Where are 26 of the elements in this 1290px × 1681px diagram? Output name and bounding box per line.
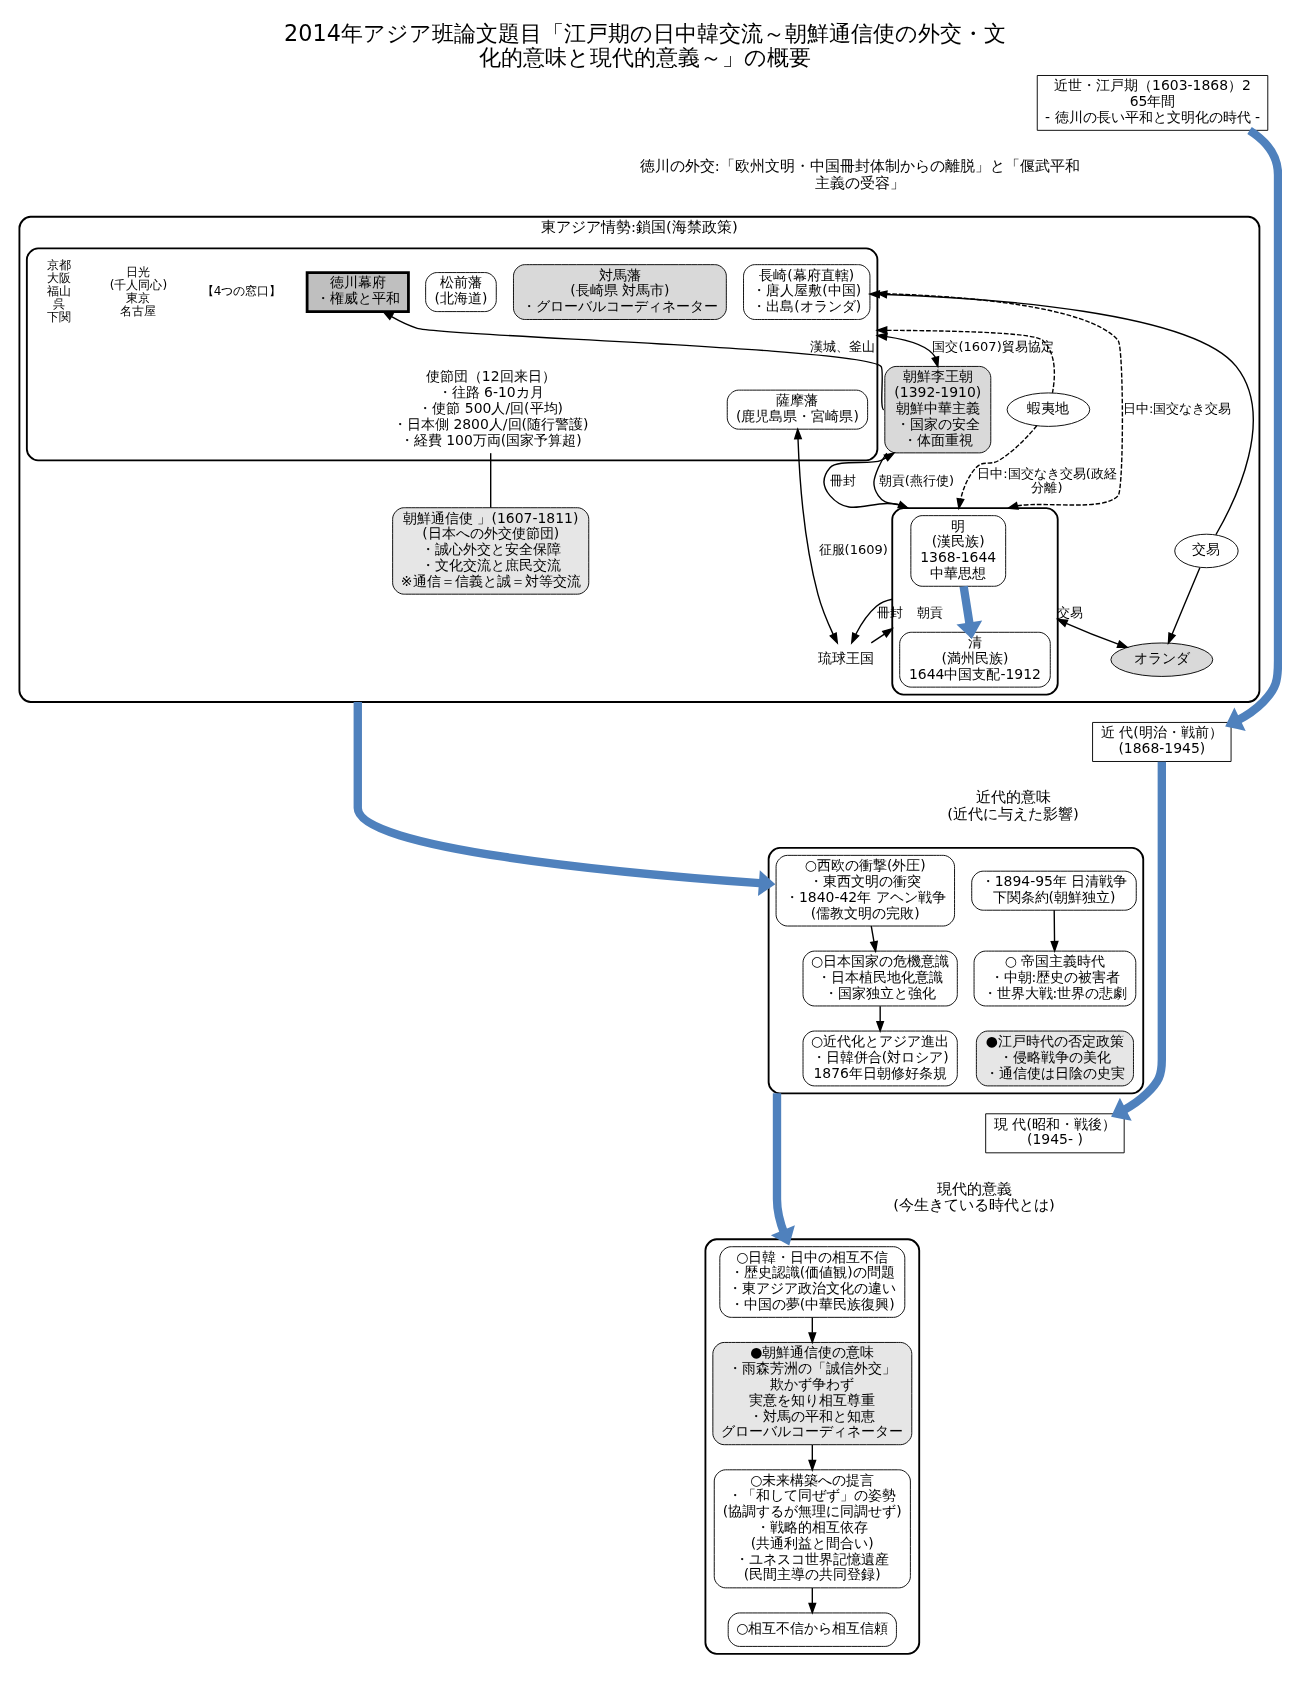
edge-label: 日中:国交なき交易 bbox=[1122, 401, 1232, 417]
node-text: 琉球王国 bbox=[817, 649, 874, 666]
edge-label: 日中:国交なき交易(政経分離) bbox=[977, 466, 1117, 496]
label: (千人同心) bbox=[109, 277, 168, 292]
label: 呉 bbox=[53, 297, 66, 312]
node-label: 近代的意味 bbox=[975, 788, 1051, 807]
label: 名古屋 bbox=[120, 303, 157, 318]
label: 福山 bbox=[47, 284, 72, 299]
label: 大阪 bbox=[47, 271, 72, 286]
node-label: 現代的意義 bbox=[936, 1179, 1012, 1198]
node-text: 使節団（12回来日） ・往路 6-10カ月 ・使節 500人/回(平均) ・日本側 2800人/回(随行警護) ・経費 100万両(国家予算超) bbox=[392, 368, 589, 448]
label: 【4つの窓口】 bbox=[201, 284, 282, 299]
node-label: (今生きている時代とは) bbox=[893, 1196, 1055, 1215]
label: 京都 bbox=[47, 258, 72, 273]
label: 東京 bbox=[126, 290, 151, 305]
diagram-title: 2014年アジア班論文題目「江戸期の日中韓交流～朝鮮通信使の外交・文化的意味と現代的意義～」の概要 bbox=[284, 20, 1006, 71]
edge-label: 征服(1609) bbox=[818, 542, 888, 558]
edge-label: 朝貢(燕行使) bbox=[878, 473, 954, 489]
edge-label: 冊封 bbox=[830, 473, 857, 489]
label: 下関 bbox=[47, 310, 72, 325]
node-label: (近代に与えた影響) bbox=[947, 804, 1079, 823]
edge-label: 漢城、釜山 bbox=[809, 338, 875, 354]
node-label: 徳川の外交:「欧州文明・中国冊封体制からの離脱」と「偃武平和主義の受容」 bbox=[639, 157, 1080, 192]
edge-label: 朝貢 bbox=[916, 604, 943, 620]
label: 日光 bbox=[126, 264, 151, 279]
edge-label: 国交(1607)貿易協定 bbox=[932, 338, 1054, 354]
